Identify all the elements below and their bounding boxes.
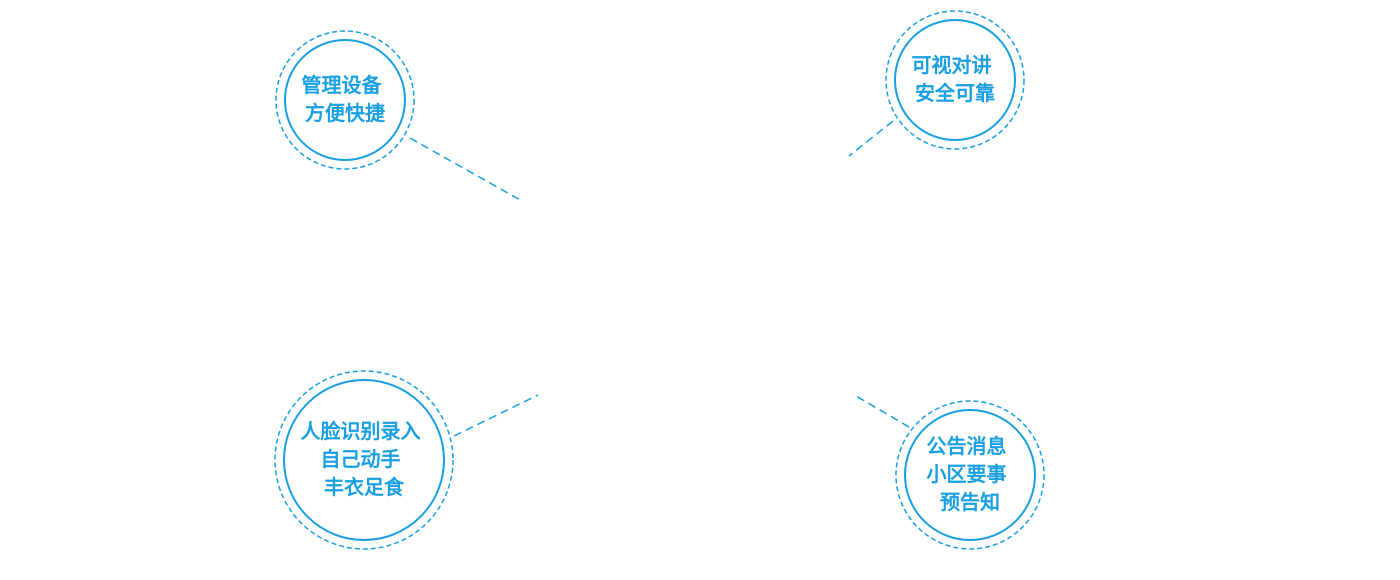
outer-dashed-ring	[274, 370, 454, 550]
feature-line-1: 公告消息	[927, 434, 1007, 458]
inner-ring	[904, 409, 1036, 541]
feature-label: 管理设备 方便快捷	[302, 73, 389, 125]
feature-line-2: 小区要事	[927, 462, 1007, 486]
feature-line-2: 自己动手	[321, 447, 401, 471]
inner-ring	[283, 379, 445, 541]
connector-announcements	[855, 395, 910, 428]
feature-node-video-intercom: 可视对讲 安全可靠	[885, 10, 1025, 150]
feature-label: 人脸识别录入 自己动手 丰衣足食	[301, 419, 428, 499]
outer-dashed-ring	[275, 30, 415, 170]
outer-dashed-ring	[885, 10, 1025, 150]
inner-ring	[894, 19, 1016, 141]
feature-label: 可视对讲 安全可靠	[912, 53, 999, 105]
feature-line-1: 人脸识别录入	[301, 419, 421, 443]
feature-line-1: 管理设备	[302, 73, 383, 97]
feature-node-announcements: 公告消息 小区要事 预告知	[895, 400, 1045, 550]
feature-line-2: 安全可靠	[915, 81, 995, 105]
feature-label: 公告消息 小区要事 预告知	[927, 434, 1014, 514]
feature-node-face-recognition: 人脸识别录入 自己动手 丰衣足食	[274, 370, 454, 550]
inner-ring	[284, 39, 406, 161]
connector-video-intercom	[848, 120, 894, 157]
feature-node-device-management: 管理设备 方便快捷	[275, 30, 415, 170]
feature-line-1: 可视对讲	[912, 53, 992, 77]
feature-line-3: 丰衣足食	[324, 475, 405, 499]
feature-line-3: 预告知	[940, 490, 1000, 514]
connector-face-recognition	[453, 394, 539, 437]
feature-line-2: 方便快捷	[305, 101, 386, 125]
outer-dashed-ring	[895, 400, 1045, 550]
connector-device-management	[409, 137, 523, 202]
